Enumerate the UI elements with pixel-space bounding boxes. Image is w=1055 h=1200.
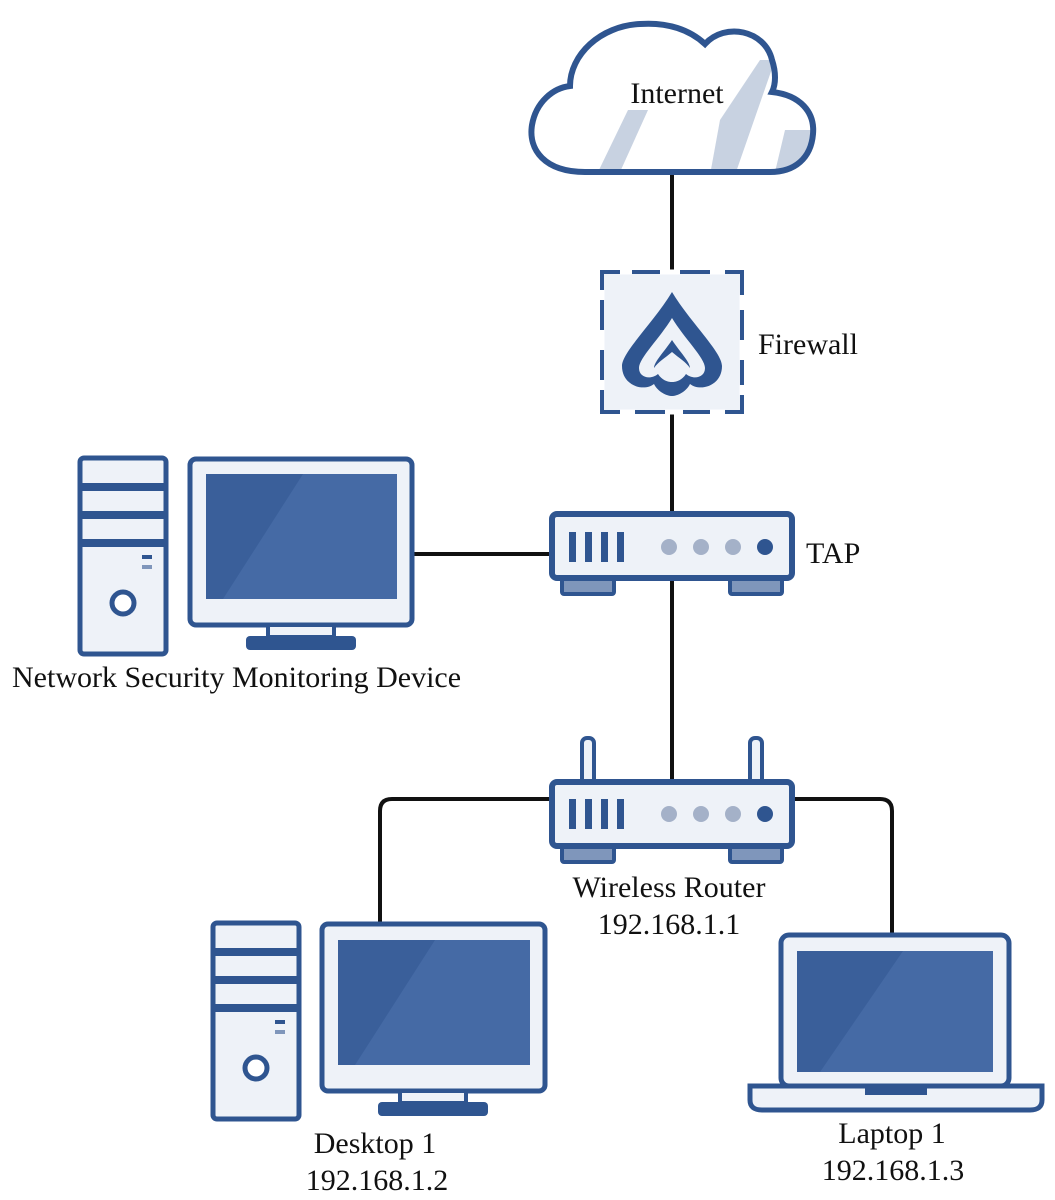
laptop1-ip: 192.168.1.3 [821, 1154, 965, 1187]
led-indicator [693, 806, 709, 822]
router-label: Wireless Router [572, 871, 766, 904]
led-indicator [725, 806, 741, 822]
status-leds [661, 806, 773, 822]
firewall-label: Firewall [758, 328, 858, 361]
led-indicator [693, 539, 709, 555]
network-tap-icon [549, 511, 795, 596]
desktop1-label: Desktop 1 [313, 1127, 437, 1160]
led-indicator [661, 806, 677, 822]
links [378, 175, 894, 935]
desktop-computer-icon [210, 920, 548, 1122]
nsm-label: Network Security Monitoring Device [12, 661, 462, 694]
led-indicator [757, 539, 773, 555]
wireless-router-icon [549, 736, 795, 864]
link-router-laptop1 [792, 797, 894, 935]
router-ip: 192.168.1.1 [597, 908, 741, 941]
cloud-icon [528, 20, 817, 175]
laptop1-label: Laptop 1 [838, 1117, 946, 1150]
desktop-computer-icon [77, 455, 415, 657]
led-indicator [661, 539, 677, 555]
internet-label: Internet [630, 77, 724, 110]
link-router-desktop1 [378, 797, 552, 924]
firewall-flame-icon [599, 269, 745, 415]
status-leds [661, 539, 773, 555]
desktop1-ip: 192.168.1.2 [305, 1164, 449, 1197]
laptop-icon [747, 932, 1045, 1113]
tap-label: TAP [806, 537, 861, 570]
led-indicator [757, 806, 773, 822]
led-indicator [725, 539, 741, 555]
